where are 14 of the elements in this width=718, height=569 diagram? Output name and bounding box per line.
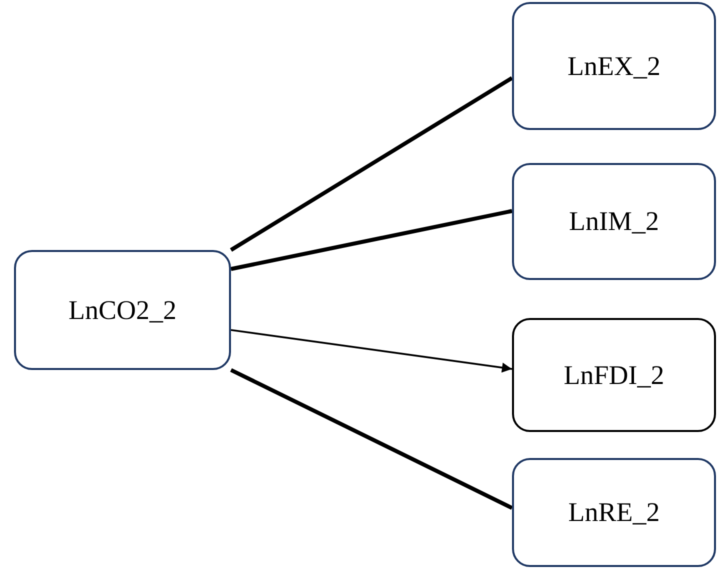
variable-label: LnRE_2: [568, 497, 660, 528]
variable-box: [512, 2, 716, 130]
variable-label: LnFDI_2: [564, 360, 664, 390]
variable-box: [512, 318, 716, 432]
arrow: [230, 329, 512, 373]
variable-label: LnIM_2: [569, 206, 659, 237]
connector-line: [230, 368, 513, 510]
variable-label: LnCO2_2: [68, 294, 176, 326]
connector-line: [230, 209, 512, 271]
connector-line: [230, 76, 514, 252]
variable-box: [14, 250, 231, 370]
variable-box: [512, 163, 716, 280]
variable-label: LnEX_2: [568, 50, 660, 82]
variable-box: [512, 458, 716, 567]
